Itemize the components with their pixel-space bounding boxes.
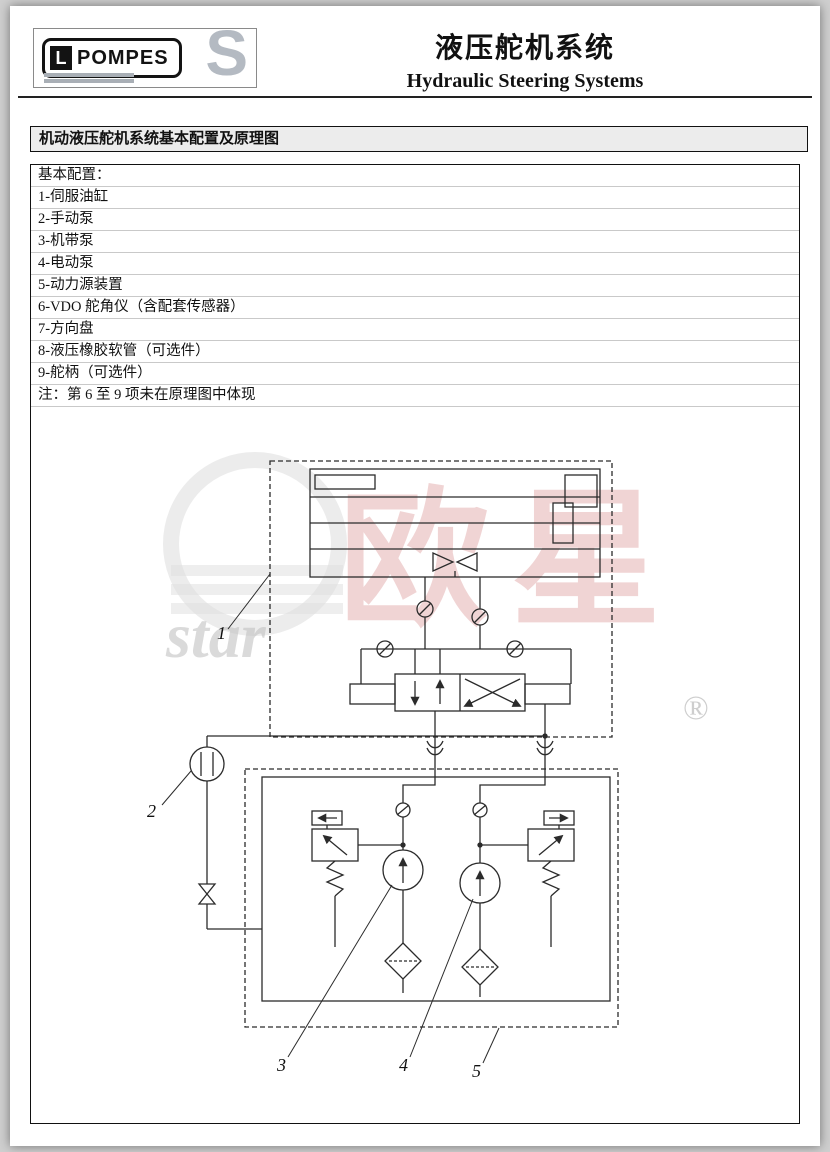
servo-cylinder-assembly bbox=[269, 460, 613, 738]
relief-valve-symbol bbox=[477, 810, 575, 947]
page-title-english: Hydraulic Steering Systems bbox=[406, 70, 644, 92]
document-page: S L POMPES 液压舵机系统 Hydraulic Steering Sys… bbox=[10, 6, 820, 1146]
logo-pill: L POMPES bbox=[42, 38, 182, 78]
check-valve-icon bbox=[506, 640, 524, 658]
pipe-break-icon bbox=[536, 740, 554, 756]
check-valve-icon bbox=[376, 640, 394, 658]
shutoff-valve-icon bbox=[197, 883, 217, 905]
connecting-pipes bbox=[402, 704, 554, 803]
filter-icon bbox=[384, 942, 422, 993]
callout-2: 2 bbox=[147, 801, 156, 821]
watermark: 欧星 star ® bbox=[163, 452, 709, 727]
hydraulic-schematic-svg: 欧星 star ® bbox=[147, 452, 709, 1081]
page-titles: 液压舵机系统 Hydraulic Steering Systems bbox=[260, 26, 790, 93]
config-list-item: 2-手动泵 bbox=[31, 209, 799, 231]
electric-pump-symbol bbox=[459, 862, 501, 949]
logo-letter-l-icon: L bbox=[50, 46, 72, 70]
pipe-break-icon bbox=[426, 740, 444, 756]
callout-3: 3 bbox=[276, 1055, 286, 1075]
config-list-item: 8-液压橡胶软管（可选件） bbox=[31, 341, 799, 363]
config-list-item: 基本配置： bbox=[31, 165, 799, 187]
power-unit bbox=[244, 768, 619, 1028]
company-logo: S L POMPES bbox=[33, 21, 257, 88]
piston-symbol bbox=[552, 502, 574, 544]
watermark-registered-mark: ® bbox=[683, 690, 709, 727]
watermark-ring-icon bbox=[163, 452, 347, 636]
power-unit-dashed-boundary bbox=[244, 768, 619, 1028]
watermark-star-text: star bbox=[165, 600, 267, 671]
watermark-bar bbox=[171, 584, 343, 595]
directional-valve-symbol bbox=[349, 649, 572, 712]
check-valve-icon bbox=[395, 802, 411, 818]
relief-valve-symbol bbox=[311, 810, 406, 947]
page-title-chinese: 液压舵机系统 bbox=[434, 33, 615, 64]
check-valve-icon bbox=[472, 802, 488, 818]
watermark-bar bbox=[171, 565, 343, 576]
callout-1: 1 bbox=[217, 623, 226, 643]
watermark-chinese-text: 欧星 bbox=[339, 479, 683, 645]
header-divider bbox=[18, 96, 812, 98]
config-list-note: 注：第 6 至 9 项未在原理图中体现 bbox=[31, 385, 799, 407]
callout-4: 4 bbox=[399, 1055, 408, 1075]
filter-icon bbox=[461, 948, 499, 997]
engine-pump-symbol bbox=[382, 849, 424, 943]
logo-letter-s-icon: S bbox=[205, 17, 248, 89]
config-list-item: 1-伺服油缸 bbox=[31, 187, 799, 209]
callout-5: 5 bbox=[472, 1061, 481, 1081]
config-list: 基本配置： 1-伺服油缸 2-手动泵 3-机带泵 4-电动泵 5-动力源装置 6… bbox=[31, 165, 799, 407]
callout-leaders bbox=[161, 573, 500, 1064]
tank-symbol bbox=[261, 776, 611, 1002]
hand-pump-symbol bbox=[189, 733, 548, 930]
config-list-item: 7-方向盘 bbox=[31, 319, 799, 341]
watermark-bar bbox=[171, 603, 343, 614]
logo-bars-decoration bbox=[44, 71, 134, 83]
config-list-item: 3-机带泵 bbox=[31, 231, 799, 253]
section-title-bar: 机动液压舵机系统基本配置及原理图 bbox=[30, 126, 808, 152]
content-box: 基本配置： 1-伺服油缸 2-手动泵 3-机带泵 4-电动泵 5-动力源装置 6… bbox=[30, 164, 800, 1124]
logo-brand-text: POMPES bbox=[77, 46, 169, 69]
config-list-item: 5-动力源装置 bbox=[31, 275, 799, 297]
config-list-item: 6-VDO 舵角仪（含配套传感器） bbox=[31, 297, 799, 319]
config-list-item: 4-电动泵 bbox=[31, 253, 799, 275]
config-list-item: 9-舵柄（可选件） bbox=[31, 363, 799, 385]
schematic-diagram: 欧星 star ® bbox=[31, 407, 799, 1122]
relief-bowtie-icon bbox=[432, 551, 478, 577]
assembly-dashed-boundary bbox=[269, 460, 613, 738]
